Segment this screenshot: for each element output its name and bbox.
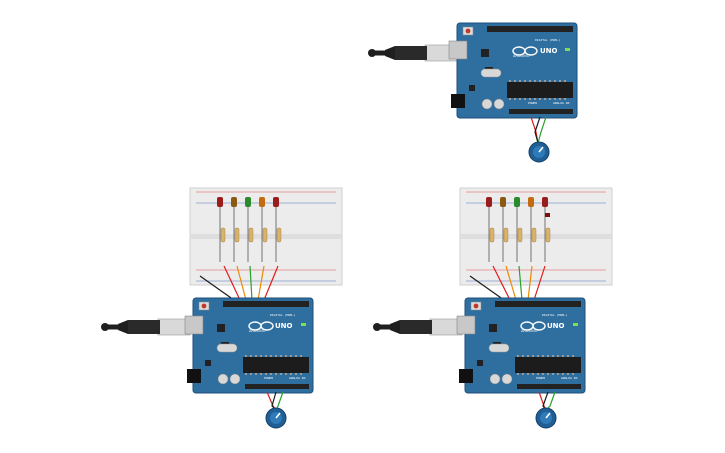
resistor [545, 227, 551, 243]
led [245, 197, 251, 207]
resistor [220, 227, 226, 243]
analog-label: ANALOG IN [553, 101, 569, 105]
led [231, 197, 237, 207]
resistor-row [219, 207, 282, 262]
arduino-brand: ARDUINO [521, 329, 538, 333]
potentiometer[interactable] [528, 141, 550, 163]
resistor [248, 227, 254, 243]
analog-label: ANALOG IN [561, 376, 577, 380]
uno-logo: UNO [275, 322, 293, 330]
led [259, 197, 265, 207]
potentiometer[interactable] [265, 407, 287, 429]
led [500, 197, 506, 207]
led-row [486, 197, 548, 207]
resistor [489, 227, 495, 243]
led [486, 197, 492, 207]
led [217, 197, 223, 207]
led [273, 197, 279, 207]
led [542, 197, 548, 207]
resistor [276, 227, 282, 243]
resistor [503, 227, 509, 243]
power-label: POWER [536, 376, 545, 380]
circuit-top: UNO ARDUINO DIGITAL (PWM~) POWER ANALOG … [367, 22, 578, 163]
power-label: POWER [264, 376, 273, 380]
led [514, 197, 520, 207]
circuit-bottom-right: UNO ARDUINO DIGITAL (PWM~) POWER ANALOG … [372, 187, 613, 429]
arduino-brand: ARDUINO [249, 329, 266, 333]
digital-label: DIGITAL (PWM~) [542, 313, 567, 317]
resistor [517, 227, 523, 243]
usb-cable [372, 318, 463, 336]
power-label: POWER [528, 101, 537, 105]
usb-cable [367, 44, 458, 62]
led [528, 197, 534, 207]
usb-cable [100, 318, 191, 336]
resistor [234, 227, 240, 243]
uno-logo: UNO [547, 322, 565, 330]
resistor [262, 227, 268, 243]
led-row [217, 197, 279, 207]
potentiometer[interactable] [535, 407, 557, 429]
digital-label: DIGITAL (PWM~) [270, 313, 295, 317]
digital-label: DIGITAL (PWM~) [535, 38, 560, 42]
arduino-brand: ARDUINO [513, 54, 530, 58]
resistor-row [488, 207, 551, 262]
resistor [531, 227, 537, 243]
jumper-led [545, 213, 550, 217]
uno-logo: UNO [540, 47, 558, 55]
circuit-bottom-left: UNO ARDUINO DIGITAL (PWM~) POWER ANALOG … [100, 187, 343, 429]
analog-label: ANALOG IN [289, 376, 305, 380]
